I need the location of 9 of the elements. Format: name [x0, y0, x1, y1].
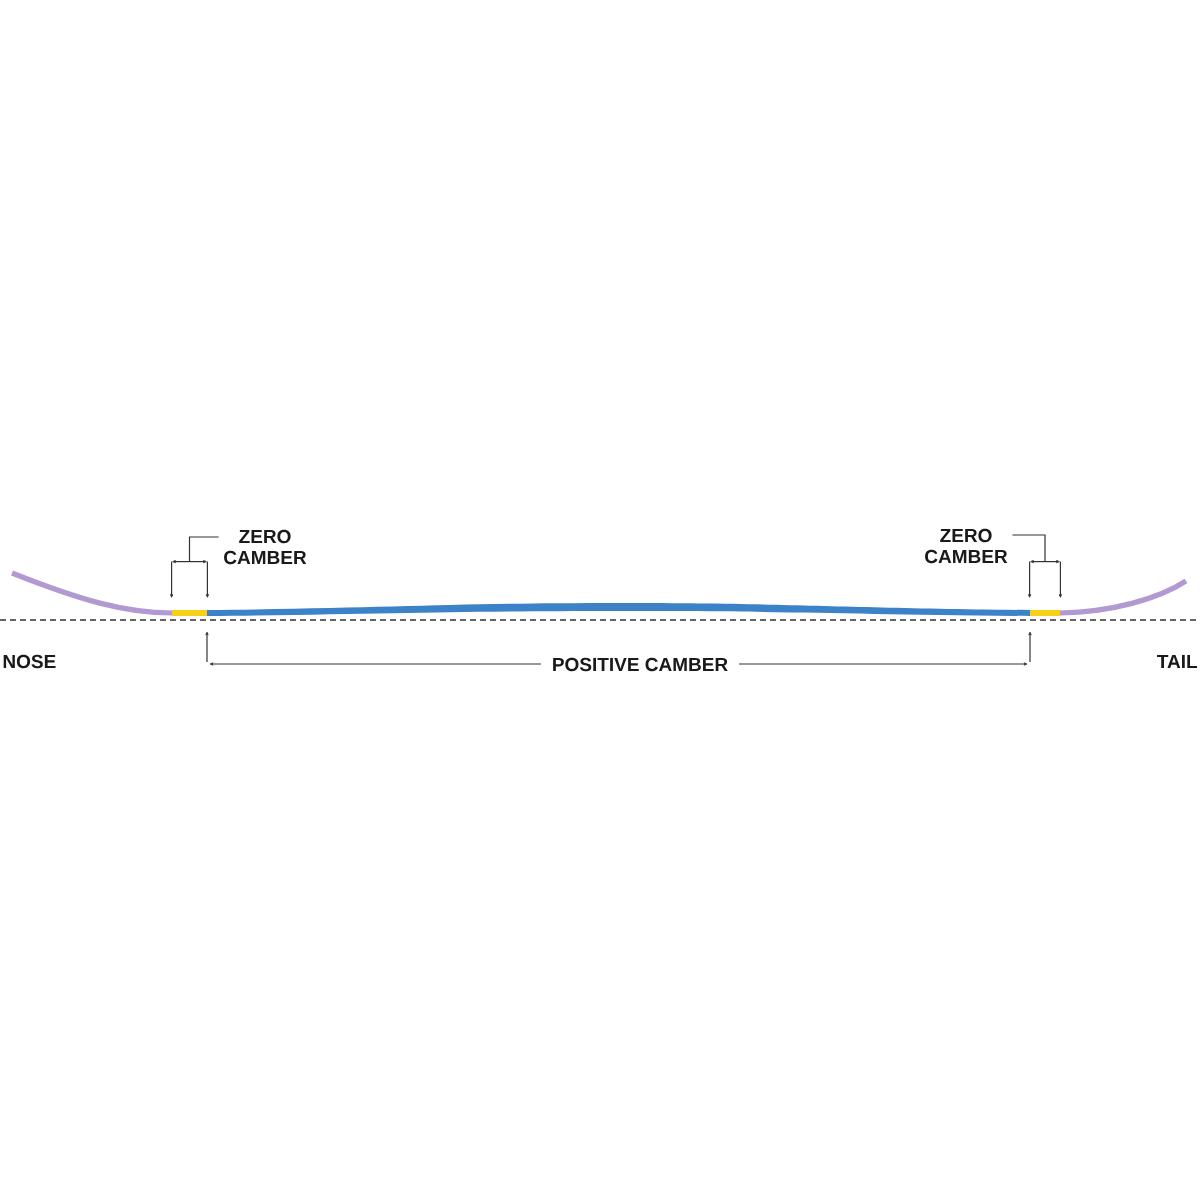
leader-line: [1011, 534, 1046, 563]
callout-label: ZERO CAMBER: [224, 529, 307, 565]
dimension-bracket: [170, 560, 209, 598]
leader-line: [188, 536, 220, 563]
part-label: NOSE: [3, 654, 56, 669]
part-label: TAIL: [1157, 654, 1198, 668]
dimension-label: POSITIVE CAMBER: [553, 657, 728, 672]
callout-label: ZERO CAMBER: [925, 528, 1008, 564]
dimension-bracket: [1028, 560, 1063, 598]
